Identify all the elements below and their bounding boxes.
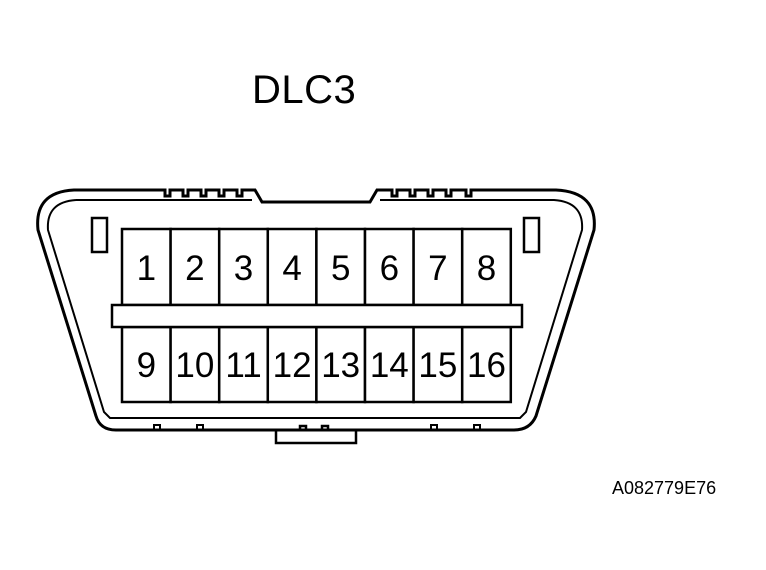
pin-cell-11 xyxy=(217,325,270,404)
pin-label-7: 7 xyxy=(428,249,447,288)
reference-code: A082779E76 xyxy=(612,478,717,498)
pin-label-12: 12 xyxy=(273,346,312,385)
pin-label-6: 6 xyxy=(380,249,399,288)
connector-housing xyxy=(36,188,596,432)
pin-label-9: 9 xyxy=(137,346,156,385)
diagram-title: DLC3 xyxy=(252,68,357,112)
pin-cell-2 xyxy=(169,227,221,307)
pin-label-2: 2 xyxy=(185,249,204,288)
bottom-notches xyxy=(153,424,481,430)
pin-label-11: 11 xyxy=(225,346,261,385)
pin-label-5: 5 xyxy=(331,249,350,288)
pin-cell-1 xyxy=(120,227,172,307)
pin-cell-7 xyxy=(412,227,464,307)
pin-label-4: 4 xyxy=(282,249,301,288)
pin-label-8: 8 xyxy=(477,249,496,288)
pin-cell-8 xyxy=(460,227,513,307)
pin-label-15: 15 xyxy=(418,346,457,385)
left-mounting-slot xyxy=(90,216,109,254)
center-divider-bar xyxy=(110,303,524,329)
pin-label-13: 13 xyxy=(321,346,360,385)
pin-label-16: 16 xyxy=(467,346,506,385)
pin-cell-10 xyxy=(169,325,221,404)
pin-cell-16 xyxy=(460,325,513,404)
pin-cell-3 xyxy=(217,227,270,307)
right-mounting-slot xyxy=(522,216,541,254)
bottom-latch-tab xyxy=(274,424,358,445)
pin-label-3: 3 xyxy=(234,249,253,288)
pin-label-1: 1 xyxy=(137,249,156,288)
housing-inner-outline xyxy=(46,199,584,419)
pin-label-14: 14 xyxy=(370,346,409,385)
pin-label-10: 10 xyxy=(175,346,214,385)
